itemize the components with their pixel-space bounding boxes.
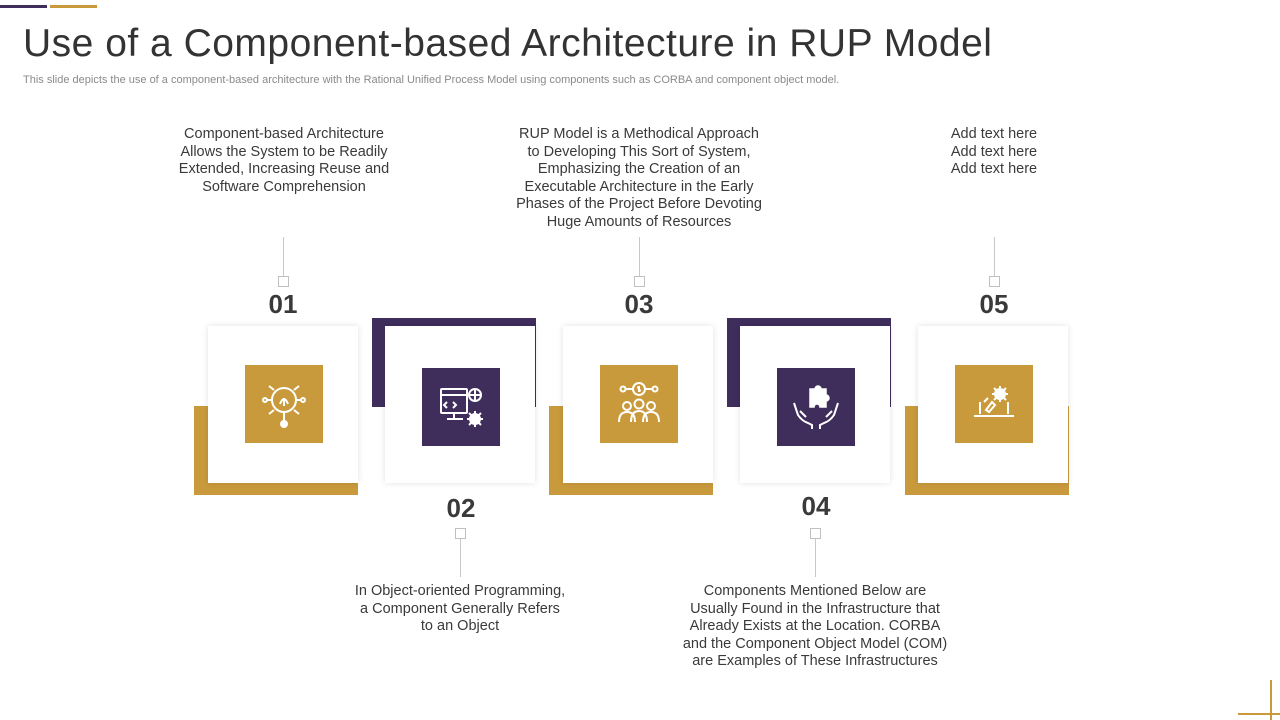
step-02-description: In Object-oriented Programming, a Compon… bbox=[354, 583, 566, 635]
step-03-number: 03 bbox=[624, 289, 654, 319]
step-05-number: 05 bbox=[979, 289, 1009, 319]
lightbulb-magnifier-icon bbox=[262, 385, 306, 428]
laptop-gear-icon bbox=[974, 386, 1014, 417]
step-05-connector-line bbox=[994, 237, 995, 276]
top-accent-bar-gold bbox=[50, 5, 97, 8]
step-03-description: RUP Model is a Methodical Approach to De… bbox=[516, 126, 762, 230]
step-04-icon-box bbox=[777, 368, 855, 446]
corner-accent-horizontal bbox=[1238, 713, 1280, 715]
step-04-connector-line bbox=[815, 539, 816, 577]
team-dollar-icon bbox=[618, 382, 660, 423]
step-02-connector-marker bbox=[455, 528, 466, 539]
slide-subtitle: This slide depicts the use of a componen… bbox=[23, 74, 840, 86]
step-03-connector-marker bbox=[634, 276, 645, 287]
step-03-icon-box bbox=[600, 365, 678, 443]
step-04-description: Components Mentioned Below are Usually F… bbox=[682, 583, 948, 670]
top-accent-bar-purple bbox=[0, 5, 47, 8]
step-04-number: 04 bbox=[801, 491, 831, 521]
step-05-icon-box bbox=[955, 365, 1033, 443]
step-01-description: Component-based Architecture Allows the … bbox=[178, 126, 390, 195]
step-04-connector-marker bbox=[810, 528, 821, 539]
slide-title: Use of a Component-based Architecture in… bbox=[23, 22, 993, 65]
step-01-connector-marker bbox=[278, 276, 289, 287]
step-02-connector-line bbox=[460, 539, 461, 577]
step-01-number: 01 bbox=[268, 289, 298, 319]
step-02-number: 02 bbox=[446, 493, 476, 523]
step-01-icon-box bbox=[245, 365, 323, 443]
step-05-connector-marker bbox=[989, 276, 1000, 287]
monitor-gear-icon bbox=[440, 388, 483, 427]
step-05-description: Add text here Add text here Add text her… bbox=[950, 126, 1038, 178]
step-03-connector-line bbox=[639, 237, 640, 276]
step-02-icon-box bbox=[422, 368, 500, 446]
corner-accent-vertical bbox=[1270, 680, 1272, 720]
hands-puzzle-icon bbox=[793, 385, 839, 429]
step-01-connector-line bbox=[283, 237, 284, 276]
